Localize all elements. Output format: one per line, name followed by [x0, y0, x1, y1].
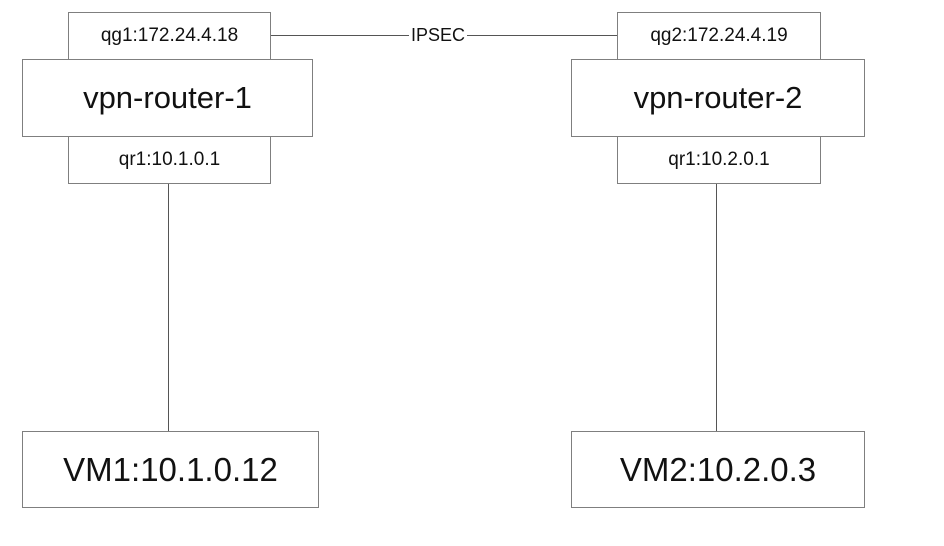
vm2-label: VM2:10.2.0.3: [619, 450, 817, 488]
vpn-router-2-label: vpn-router-2: [633, 80, 803, 115]
right-gateway-port: qg2:172.24.4.19: [617, 12, 821, 60]
vpn-router-2-box: vpn-router-2: [571, 59, 865, 137]
vm1-label: VM1:10.1.0.12: [63, 450, 278, 488]
left-internal-port: qr1:10.1.0.1: [68, 136, 271, 184]
vpn-router-1-label: vpn-router-1: [83, 80, 252, 115]
vm1-box: VM1:10.1.0.12: [22, 431, 319, 508]
right-gateway-port-label: qg2:172.24.4.19: [650, 25, 788, 46]
right-internal-port: qr1:10.2.0.1: [617, 136, 821, 184]
left-vm-link-line: [168, 184, 169, 431]
left-internal-port-label: qr1:10.1.0.1: [118, 149, 221, 170]
right-internal-port-label: qr1:10.2.0.1: [668, 149, 770, 170]
right-vm-link-line: [716, 184, 717, 431]
left-gateway-port: qg1:172.24.4.18: [68, 12, 271, 60]
vm2-box: VM2:10.2.0.3: [571, 431, 865, 508]
vpn-router-1-box: vpn-router-1: [22, 59, 313, 137]
left-gateway-port-label: qg1:172.24.4.18: [100, 25, 239, 46]
ipsec-link-label: IPSEC: [409, 25, 468, 45]
